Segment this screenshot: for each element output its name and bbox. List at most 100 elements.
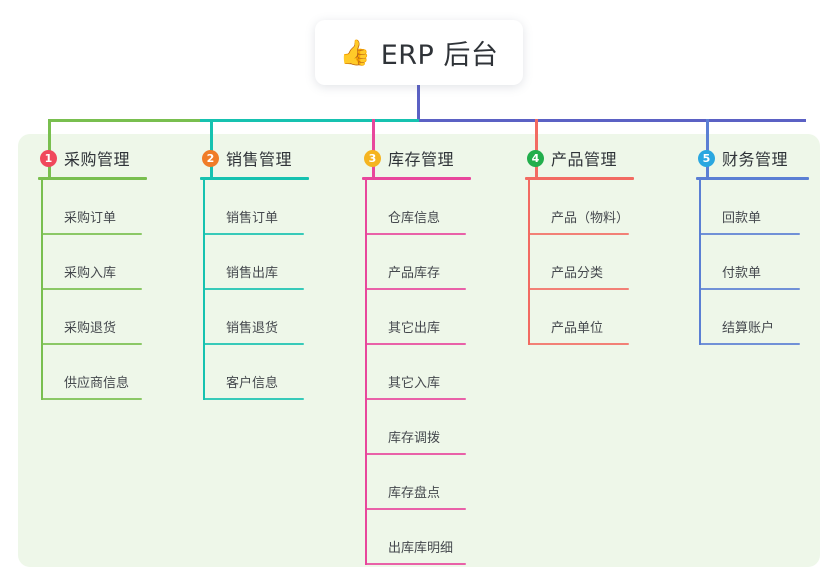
branch-item-label: 销售订单 <box>226 211 279 226</box>
branch-item-label: 产品分类 <box>551 266 604 281</box>
branch-title: 采购管理 <box>64 150 131 169</box>
connector-segment-teal <box>200 119 419 122</box>
branch-item[interactable]: 其它出库 <box>362 290 471 345</box>
branch-item-label: 其它出库 <box>388 321 441 336</box>
branch-item-rule <box>203 233 304 235</box>
connector-segment-indigo <box>419 119 806 122</box>
branch-item-list: 采购订单采购入库采购退货供应商信息 <box>38 180 147 400</box>
branch-item-rule <box>365 343 466 345</box>
branch-item-label: 采购退货 <box>64 321 117 336</box>
branch-spine <box>41 180 43 400</box>
branch-item[interactable]: 产品（物料） <box>525 180 634 235</box>
branch-item[interactable]: 仓库信息 <box>362 180 471 235</box>
branch-title: 库存管理 <box>388 150 455 169</box>
branch-header-2[interactable]: 2 销售管理 <box>200 146 309 170</box>
branch-item[interactable]: 采购订单 <box>38 180 147 235</box>
branch-item-label: 销售退货 <box>226 321 279 336</box>
branch-item-label: 产品库存 <box>388 266 441 281</box>
branch-column-3[interactable]: 3 库存管理仓库信息产品库存其它出库其它入库库存调拨库存盘点出库库明细 <box>362 146 471 565</box>
branch-item-rule <box>528 233 629 235</box>
branch-item-rule <box>203 343 304 345</box>
branch-item-label: 采购入库 <box>64 266 117 281</box>
branch-item-label: 仓库信息 <box>388 211 441 226</box>
connector-drop-1 <box>48 119 51 178</box>
connector-trunk <box>417 82 420 122</box>
branch-item[interactable]: 产品单位 <box>525 290 634 345</box>
branch-item[interactable]: 供应商信息 <box>38 345 147 400</box>
branch-item-rule <box>41 288 142 290</box>
branch-item-label: 销售出库 <box>226 266 279 281</box>
connector-segment-green <box>48 119 200 122</box>
branch-item-rule <box>365 288 466 290</box>
branch-item-list: 仓库信息产品库存其它出库其它入库库存调拨库存盘点出库库明细 <box>362 180 471 565</box>
branch-number-badge: 4 <box>527 149 544 167</box>
branch-item-label: 供应商信息 <box>64 376 130 391</box>
branch-item[interactable]: 结算账户 <box>696 290 809 345</box>
branch-number-badge: 1 <box>40 149 57 167</box>
branch-item-label: 采购订单 <box>64 211 117 226</box>
branch-item[interactable]: 销售出库 <box>200 235 309 290</box>
branch-item-label: 库存调拨 <box>388 431 441 446</box>
branch-item[interactable]: 客户信息 <box>200 345 309 400</box>
branch-item-label: 结算账户 <box>722 321 775 336</box>
branch-number-badge: 3 <box>364 149 381 167</box>
branch-item-label: 付款单 <box>722 266 762 281</box>
branch-item[interactable]: 采购入库 <box>38 235 147 290</box>
branch-item-label: 其它入库 <box>388 376 441 391</box>
branches-panel <box>18 134 820 567</box>
branch-item-rule <box>203 398 304 400</box>
connector-drop-2 <box>210 119 213 178</box>
branch-item-rule <box>365 233 466 235</box>
branch-item[interactable]: 出库库明细 <box>362 510 471 565</box>
branch-number-badge: 2 <box>202 149 219 167</box>
branch-item[interactable]: 库存调拨 <box>362 400 471 455</box>
branch-item[interactable]: 销售订单 <box>200 180 309 235</box>
branch-item[interactable]: 其它入库 <box>362 345 471 400</box>
branch-item-rule <box>365 453 466 455</box>
branch-number-badge: 5 <box>698 149 715 167</box>
branch-item[interactable]: 产品库存 <box>362 235 471 290</box>
branch-spine <box>528 180 530 345</box>
branch-spine <box>365 180 367 565</box>
branch-header-rule <box>38 177 147 180</box>
branch-item-rule <box>699 288 800 290</box>
branch-item[interactable]: 产品分类 <box>525 235 634 290</box>
branch-item-list: 产品（物料） 产品分类产品单位 <box>525 180 634 345</box>
branch-item[interactable]: 采购退货 <box>38 290 147 345</box>
root-node-title: ERP 后台 <box>380 40 499 71</box>
branch-column-2[interactable]: 2 销售管理销售订单销售出库销售退货客户信息 <box>200 146 309 400</box>
branch-item-rule <box>41 398 142 400</box>
connector-drop-5 <box>706 119 709 178</box>
branch-header-rule <box>525 177 634 180</box>
branch-title: 销售管理 <box>226 150 293 169</box>
branch-item-label: 产品单位 <box>551 321 604 336</box>
branch-header-rule <box>362 177 471 180</box>
branch-item[interactable]: 库存盘点 <box>362 455 471 510</box>
root-node-erp-backend[interactable]: 👍 ERP 后台 <box>315 20 523 85</box>
branch-item-rule <box>699 233 800 235</box>
connector-drop-4 <box>535 119 538 178</box>
branch-item[interactable]: 回款单 <box>696 180 809 235</box>
branch-item-rule <box>365 398 466 400</box>
thumbs-up-icon: 👍 <box>339 38 371 67</box>
branch-item[interactable]: 销售退货 <box>200 290 309 345</box>
branch-item-rule <box>528 288 629 290</box>
branch-item-label: 出库库明细 <box>388 541 454 556</box>
branch-column-1[interactable]: 1 采购管理采购订单采购入库采购退货供应商信息 <box>38 146 147 400</box>
branch-item-label: 库存盘点 <box>388 486 441 501</box>
branch-item-list: 回款单付款单结算账户 <box>696 180 809 345</box>
branch-item-list: 销售订单销售出库销售退货客户信息 <box>200 180 309 400</box>
branch-item-rule <box>365 508 466 510</box>
connector-drop-3 <box>372 119 375 178</box>
branch-item[interactable]: 付款单 <box>696 235 809 290</box>
branch-item-label: 客户信息 <box>226 376 279 391</box>
branch-spine <box>203 180 205 400</box>
branch-item-label: 回款单 <box>722 211 762 226</box>
branch-header-1[interactable]: 1 采购管理 <box>38 146 147 170</box>
branch-header-3[interactable]: 3 库存管理 <box>362 146 471 170</box>
branch-item-rule <box>41 343 142 345</box>
